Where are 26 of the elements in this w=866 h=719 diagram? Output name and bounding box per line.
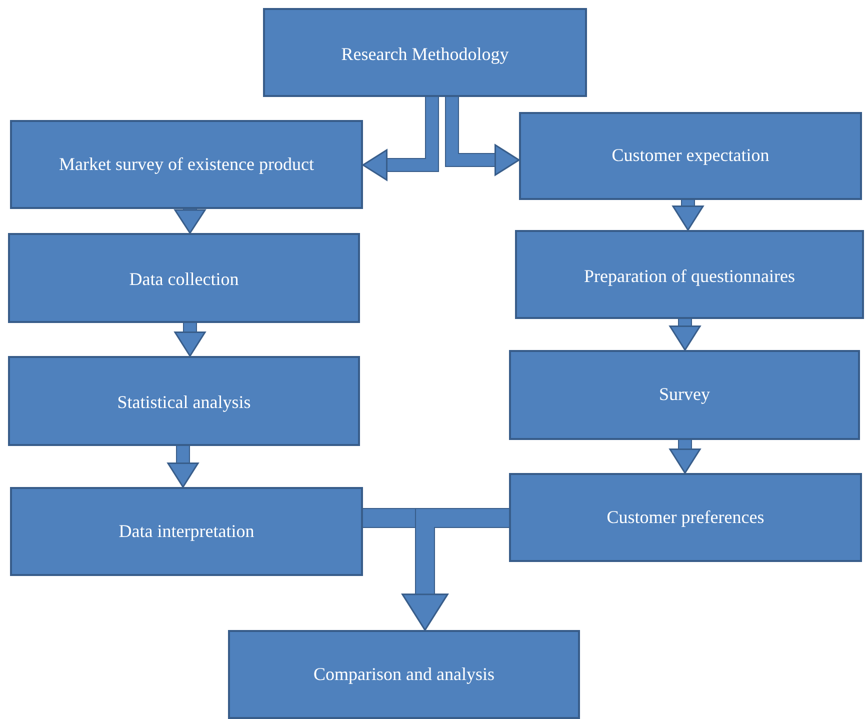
process-box	[263, 8, 587, 97]
box-label: Statistical analysis	[117, 392, 251, 414]
block-arrow	[445, 97, 520, 176]
box-label: Market survey of existence product	[59, 154, 314, 176]
block-arrow	[668, 440, 702, 474]
block-arrow	[174, 323, 206, 358]
process-box	[509, 350, 860, 440]
block-arrow	[401, 508, 509, 632]
box-label: Data interpretation	[118, 520, 254, 542]
process-box	[515, 230, 864, 319]
box-label: Survey	[659, 384, 710, 406]
process-box	[8, 233, 360, 323]
box-label: Data collection	[129, 269, 239, 291]
process-box	[509, 473, 862, 562]
box-label: Research Methodology	[341, 44, 509, 66]
process-box	[10, 120, 363, 209]
box-label: Customer preferences	[606, 506, 764, 528]
box-label: Preparation of questionnaires	[584, 266, 795, 288]
block-arrow	[362, 97, 439, 182]
block-arrow	[166, 446, 200, 488]
box-label: Customer expectation	[612, 145, 770, 167]
process-box	[519, 112, 862, 200]
block-arrow	[174, 209, 206, 234]
process-box	[10, 487, 363, 576]
process-box	[8, 356, 360, 446]
box-label: Comparison and analysis	[314, 664, 494, 686]
